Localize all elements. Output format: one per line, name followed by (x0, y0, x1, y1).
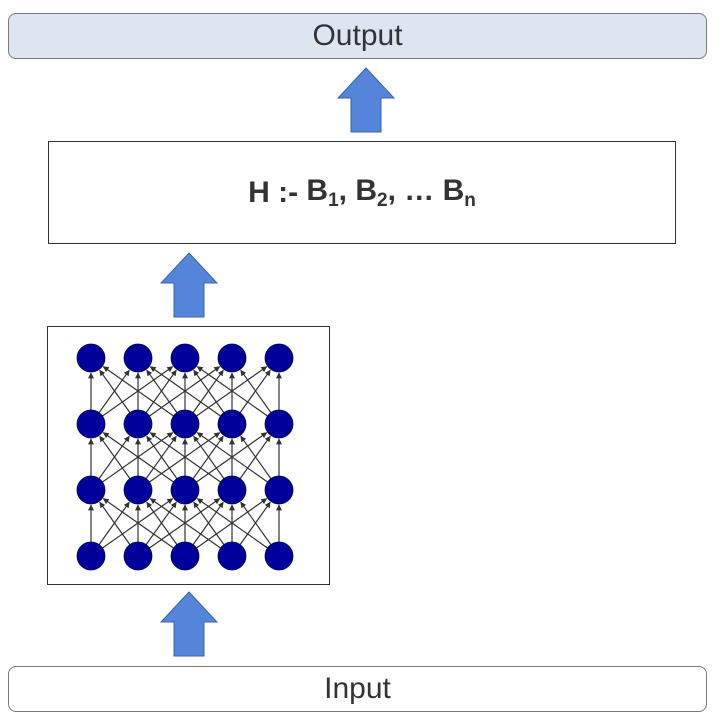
body-atom-n-name: B (442, 173, 465, 207)
body-atom-1-name: B (306, 173, 329, 207)
network-node (264, 475, 294, 505)
up-arrow-output-shape (337, 67, 396, 133)
network-node (264, 541, 294, 571)
rule-body-1: B1, (306, 174, 355, 212)
network-node (123, 541, 153, 571)
network-edge (146, 369, 178, 413)
network-node (123, 343, 153, 373)
network-edge (193, 435, 225, 479)
network-edge (99, 435, 131, 479)
network-node (76, 409, 106, 439)
network-node (170, 475, 200, 505)
network-edge (146, 435, 178, 479)
input-label: Input (324, 672, 391, 705)
rule-body-n: Bn (443, 174, 476, 212)
network-edge (149, 366, 221, 417)
body-atom-n-sub: n (464, 189, 476, 211)
network-edge (193, 501, 225, 545)
output-box: Output (8, 13, 707, 59)
network-node (170, 409, 200, 439)
network-node (217, 343, 247, 373)
network-edge (146, 501, 178, 545)
network-edge (149, 432, 221, 483)
network-nodes (76, 343, 294, 571)
network-node (123, 475, 153, 505)
network-edge (240, 369, 272, 413)
network-edge (99, 501, 131, 545)
rule-head: H :- (248, 175, 307, 209)
network-node (170, 343, 200, 373)
up-arrow-output (337, 67, 396, 133)
neural-network (76, 343, 294, 571)
network-node (76, 541, 106, 571)
up-arrow-input-shape (160, 591, 219, 657)
rule-box: H :- B1, B2, … Bn (48, 141, 676, 244)
network-edge (99, 369, 131, 413)
network-node (217, 409, 247, 439)
network-edge (196, 432, 268, 483)
network-node (76, 475, 106, 505)
body-atom-2-sub: 2 (377, 189, 388, 211)
body-atom-1-sub: 1 (328, 189, 339, 211)
up-arrow-rule-shape (160, 252, 219, 318)
network-node (170, 541, 200, 571)
input-box: Input (8, 666, 707, 712)
network-node (217, 475, 247, 505)
neural-network-box (47, 326, 330, 585)
up-arrow-rule (160, 252, 219, 318)
network-edge (102, 366, 174, 417)
network-edge (102, 498, 174, 549)
network-edge (102, 432, 174, 483)
network-edges (88, 366, 282, 549)
network-edge (193, 369, 225, 413)
rule-body-2: B2, … (355, 174, 442, 212)
body-sep-2: , … (387, 173, 443, 207)
up-arrow-input (160, 591, 219, 657)
network-node (76, 343, 106, 373)
network-edge (196, 366, 268, 417)
output-label: Output (312, 19, 403, 52)
body-sep-1: , (338, 173, 356, 207)
network-node (123, 409, 153, 439)
network-edge (240, 501, 272, 545)
network-edge (240, 435, 272, 479)
body-atom-2-name: B (355, 173, 378, 207)
network-edge (149, 498, 221, 549)
network-node (264, 409, 294, 439)
network-edge (196, 498, 268, 549)
network-node (217, 541, 247, 571)
network-node (264, 343, 294, 373)
